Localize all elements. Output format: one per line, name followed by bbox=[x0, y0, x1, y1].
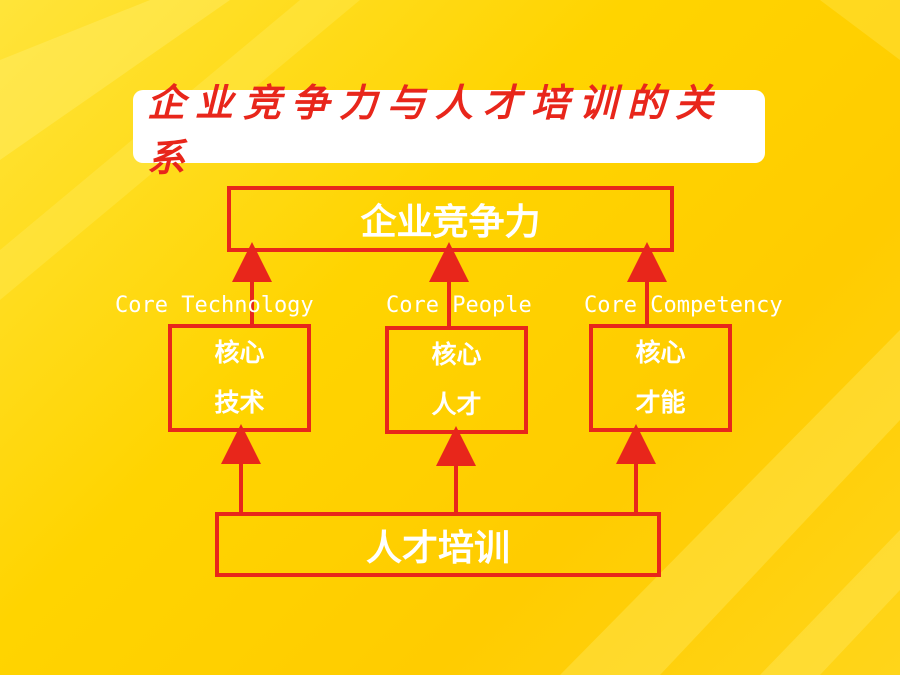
box-line2: 人才 bbox=[431, 390, 482, 419]
box-core-people: 核心 人才 bbox=[385, 326, 528, 434]
label-core-competency: Core Competency bbox=[584, 293, 783, 318]
label-core-people: Core People bbox=[386, 293, 532, 318]
box-core-competency: 核心 才能 bbox=[589, 324, 732, 432]
box-line1: 核心 bbox=[431, 340, 482, 369]
title-banner: 企业竞争力与人才培训的关系 bbox=[133, 80, 765, 180]
box-core-technology: 核心 技术 bbox=[168, 324, 311, 432]
box-line2: 技术 bbox=[214, 388, 265, 417]
bottom-box-label: 人才培训 bbox=[365, 527, 510, 569]
label-core-technology: Core Technology bbox=[115, 293, 314, 318]
box-line2: 才能 bbox=[635, 388, 686, 417]
box-line1: 核心 bbox=[635, 338, 686, 367]
box-line1: 核心 bbox=[214, 338, 265, 367]
bottom-box-training: 人才培训 bbox=[215, 512, 661, 577]
top-box-label: 企业竞争力 bbox=[360, 202, 541, 243]
diagram-title: 企业竞争力与人才培训的关系 bbox=[147, 79, 724, 180]
